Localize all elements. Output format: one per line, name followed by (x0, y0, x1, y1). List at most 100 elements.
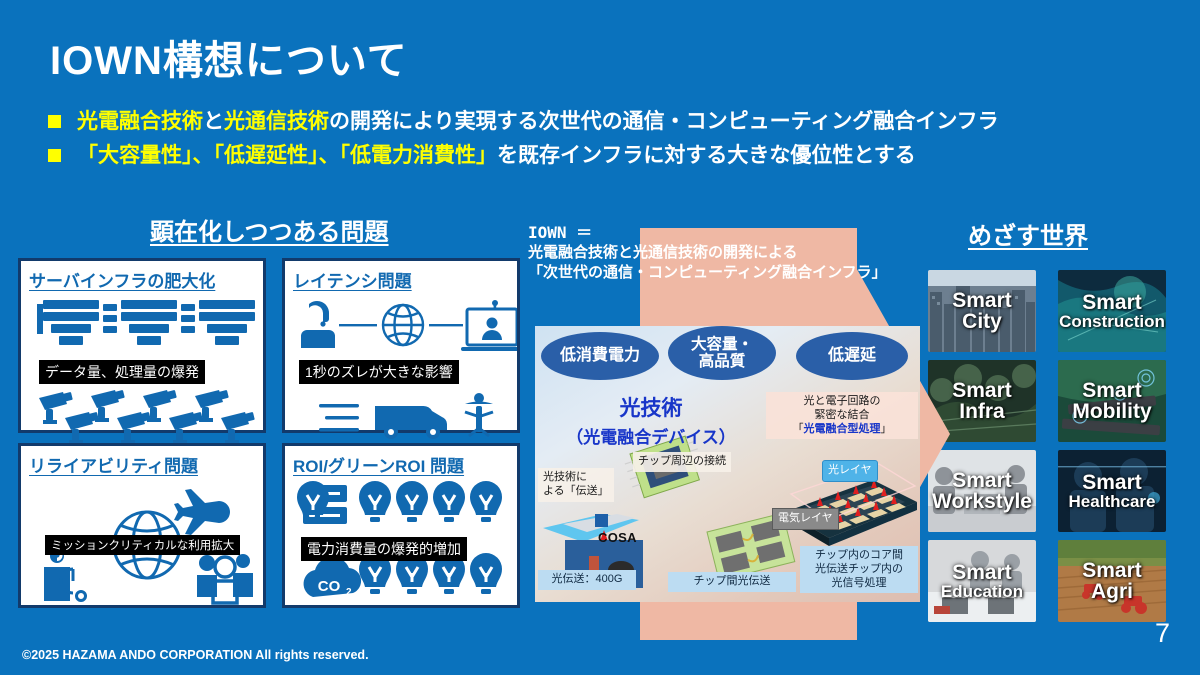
van-icon (375, 405, 447, 439)
tag-transmit-line1: 光技術に (543, 471, 587, 483)
globe-icon (381, 303, 425, 347)
tile-smart-infra: Smart Infra (928, 360, 1036, 442)
card-band-roi: 電力消費量の爆発的増加 (301, 537, 467, 561)
motorcycle-icon (464, 393, 494, 438)
tile-caption-smart-agri: Smart Agri (1058, 540, 1166, 622)
problem-card-reliability: リライアビリティ問題 (18, 443, 266, 608)
bullet-1-txt-2: の開発により実現する次世代の通信・コンピューティング融合インフラ (329, 110, 999, 133)
mobility-icons (319, 393, 494, 439)
iown-def-line2: 光電融合技術と光通信技術の開発による (528, 244, 798, 262)
tile-workstyle-line1: Smart (952, 469, 1012, 492)
tile-smart-city: Smart City (928, 270, 1036, 352)
copyright-notice: ©2025 HAZAMA ANDO CORPORATION All rights… (22, 648, 369, 662)
ellipse-low-latency: 低遅延 (796, 332, 908, 380)
tag-chip-edge-connection: チップ周辺の接続 (633, 452, 731, 472)
tile-agri-line1: Smart (1082, 559, 1142, 582)
tile-healthcare-line2: Healthcare (1068, 492, 1156, 511)
tag-chip-to-chip: チップ間光伝送 (668, 572, 796, 592)
people-group-icon (197, 554, 253, 605)
video-call-icon (461, 300, 517, 351)
bullet-text-1: 光電融合技術と光通信技術の開発により実現する次世代の通信・コンピューティング融合… (77, 108, 999, 136)
tag-fusion-line3: 「光電融合型処理」 (771, 423, 913, 437)
ellipse-cap-line1: 大容量・ (690, 335, 753, 353)
world-section-heading: めざす世界 (968, 223, 1088, 250)
bullet-2-txt-1: を既存インフラに対する大きな優位性とする (497, 144, 916, 168)
tile-caption-smart-workstyle: Smart Workstyle (928, 450, 1036, 532)
airplane-icon (174, 489, 230, 535)
tag-fusion-highlight: 光電融合型処理 (803, 422, 881, 435)
photo-office (928, 450, 1036, 532)
tile-workstyle-line2: Workstyle (932, 490, 1032, 513)
tile-mobility-line2: Mobility (1072, 400, 1152, 423)
photo-healthcare (1058, 450, 1166, 532)
page-title: IOWN構想について (50, 39, 408, 83)
tag-optical-400g: 光伝送：400G (538, 570, 636, 590)
tag-photonics-electronics-fusion: 光と電子回路の 緊密な結合 「光電融合型処理」 (766, 392, 918, 440)
bullet-list: 光電融合技術と光通信技術の開発により実現する次世代の通信・コンピューティング融合… (48, 108, 1178, 177)
lightbulb-row-top (297, 481, 504, 596)
label-cosa: COSA (598, 530, 637, 545)
photo-construction (1058, 270, 1166, 352)
tag-electric-layer: 電気レイヤ (772, 508, 839, 530)
optical-panel-title: 光技術 （光電融合デバイス） (546, 392, 756, 448)
iown-def-line3: 「次世代の通信・コンピューティング融合インフラ」 (528, 263, 887, 281)
tile-smart-mobility: Smart Mobility (1058, 360, 1166, 442)
tag-optical-layer: 光レイヤ (822, 460, 878, 482)
security-camera-icon (39, 390, 255, 444)
bullet-2-hl-1: 「大容量性」、「低遅延性」、「低電力消費性」 (77, 144, 497, 168)
tile-smart-construction: Smart Construction (1058, 270, 1166, 352)
photo-classroom (928, 540, 1036, 622)
bullet-text-2: 「大容量性」、「低遅延性」、「低電力消費性」を既存インフラに対する大きな優位性と… (77, 142, 916, 170)
chip-board-icon (706, 512, 796, 582)
ellipse-high-capacity: 大容量・ 高品質 (668, 326, 776, 380)
tile-education-line1: Smart (952, 561, 1012, 584)
iown-def-line1: IOWN ＝ (528, 223, 593, 242)
tag-fusion-line2: 緊密な結合 (814, 408, 870, 421)
tag-fusion-line1: 光と電子回路の (803, 395, 881, 407)
problem-card-roi: ROI/グリーンROI 問題 CO 2 (282, 443, 520, 608)
tag-fusion-quote-close: 」 (880, 422, 892, 435)
card-title-latency: レイテンシ問題 (293, 272, 412, 291)
tile-caption-smart-city: Smart City (928, 270, 1036, 352)
ellipse-cap-line2: 高品質 (698, 353, 746, 370)
tag-fusion-quote-open: 「 (792, 422, 804, 435)
card-artwork-latency: 1秒のズレが大きな影響 (293, 292, 517, 449)
bullet-1-txt-1: と (203, 110, 224, 133)
tile-construction-line1: Smart (1082, 291, 1142, 314)
tile-agri-line2: Agri (1091, 580, 1133, 603)
ellipse-low-power: 低消費電力 (541, 332, 659, 380)
card-title-server: サーバインフラの肥大化 (29, 272, 216, 291)
tile-smart-education: Smart Education (928, 540, 1036, 622)
tile-mobility-line1: Smart (1082, 379, 1142, 402)
card-band-latency: 1秒のズレが大きな影響 (299, 360, 459, 384)
tile-caption-smart-mobility: Smart Mobility (1058, 360, 1166, 442)
headset-person-icon (301, 300, 335, 348)
tile-education-line2: Education (940, 582, 1024, 601)
tile-infra-line2: Infra (959, 400, 1005, 423)
card-artwork-server: データ量、処理量の爆発 (29, 292, 255, 449)
tile-city-line2: City (962, 310, 1002, 333)
tile-city-line1: Smart (952, 289, 1012, 312)
bullet-1-hl-1: 光電融合技術 (77, 110, 203, 133)
tag-optical-transmission: 光技術に よる「伝送」 (538, 468, 614, 502)
page-number: 7 (1154, 618, 1170, 648)
problem-card-latency: レイテンシ問題 (282, 258, 520, 439)
tag-intra-chip-core: チップ内のコア間 光伝送チップ内の 光信号処理 (800, 546, 918, 594)
svg-text:CO: CO (318, 578, 341, 595)
photo-mobility (1058, 360, 1166, 442)
card-band-server: データ量、処理量の爆発 (39, 360, 205, 384)
tag-core-line2: 光伝送チップ内の (815, 562, 903, 575)
tile-infra-line1: Smart (952, 379, 1012, 402)
problem-card-server: サーバインフラの肥大化 (18, 258, 266, 444)
bullet-item-2: 「大容量性」、「低遅延性」、「低電力消費性」を既存インフラに対する大きな優位性と… (48, 142, 1178, 170)
tile-caption-smart-construction: Smart Construction (1058, 270, 1166, 352)
tile-caption-smart-education: Smart Education (928, 540, 1036, 622)
card-artwork-roi: CO 2 (293, 477, 509, 624)
tile-caption-smart-healthcare: Smart Healthcare (1058, 450, 1166, 532)
card-band-reliability: ミッションクリティカルな利用拡大 (45, 535, 241, 555)
square-bullet-icon (48, 149, 61, 163)
tile-smart-agri: Smart Agri (1058, 540, 1166, 622)
tag-core-line3: 光信号処理 (831, 576, 887, 589)
iown-definition: IOWN ＝ 光電融合技術と光通信技術の開発による 「次世代の通信・コンピューテ… (528, 222, 887, 283)
